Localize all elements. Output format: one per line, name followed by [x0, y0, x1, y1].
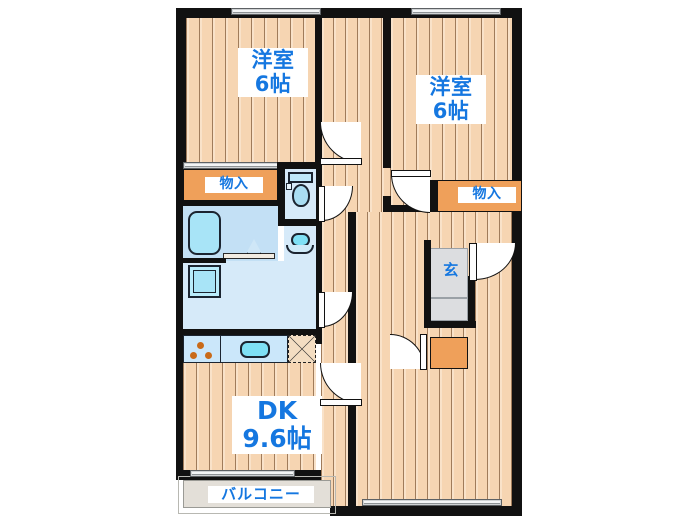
label-genkan: 玄	[434, 262, 468, 279]
bath-drain-marker	[247, 239, 261, 252]
exterior-wall-right	[512, 8, 522, 516]
exterior-wall-top	[176, 8, 522, 18]
closet-left-name: 物入	[219, 176, 249, 192]
wall-wet-zone-right	[315, 162, 322, 344]
wall-hallway-right-lower	[383, 196, 391, 212]
label-dk: DK 9.6帖	[232, 396, 322, 454]
kitchen-sink	[240, 341, 270, 358]
window-bedroom-left[interactable]	[231, 8, 321, 15]
toilet-lever	[286, 183, 292, 190]
door-dk[interactable]	[320, 363, 362, 406]
genkan-name: 玄	[443, 261, 459, 279]
exterior-wall-bottom-right	[330, 506, 522, 516]
label-balcony: バルコニー	[208, 486, 314, 503]
door-toilet[interactable]	[318, 186, 353, 222]
bath-door-threshold	[223, 253, 275, 259]
closet-right-name: 物入	[472, 186, 502, 202]
wall-toilet-left	[278, 162, 285, 221]
door-bedroom-left[interactable]	[320, 122, 362, 165]
shoe-box	[430, 337, 468, 369]
wall-right-closet-left	[430, 180, 437, 212]
wall-bath-top	[176, 200, 284, 206]
closet-left-sliding-door[interactable]	[183, 162, 279, 169]
room-bedroom-left	[186, 18, 321, 168]
window-right-room-bottom[interactable]	[362, 499, 502, 506]
bedroom-left-name: 洋室	[251, 48, 295, 72]
wall-toilet-bottom	[278, 219, 322, 226]
burner-top	[197, 342, 204, 349]
burner-right	[205, 352, 212, 359]
dk-balcony-sliding-door[interactable]	[190, 470, 295, 477]
genkan-lower	[430, 298, 468, 321]
wall-right-bedroom-bottom	[383, 205, 433, 212]
toilet-tank	[288, 172, 313, 183]
stove-area	[183, 335, 221, 363]
exterior-wall-left	[176, 8, 186, 480]
hallway-upper-right-strip	[321, 18, 331, 168]
washing-machine-inner	[193, 270, 216, 293]
bathtub	[188, 211, 221, 255]
wall-washroom-bottom	[176, 329, 322, 335]
bedroom-right-size: 6帖	[432, 98, 470, 123]
label-bedroom-right: 洋室 6帖	[416, 75, 486, 125]
door-entrance[interactable]	[469, 243, 516, 281]
balcony-name: バルコニー	[221, 485, 301, 503]
window-bedroom-right[interactable]	[411, 8, 501, 15]
bedroom-right-name: 洋室	[429, 75, 473, 99]
wall-genkan-bottom	[424, 321, 476, 328]
label-closet-left: 物入	[205, 176, 263, 193]
room-right-mid	[355, 212, 430, 362]
door-bedroom-right[interactable]	[391, 170, 431, 213]
burner-left	[190, 352, 197, 359]
door-genkan-to-room[interactable]	[390, 334, 427, 370]
wall-bedroom-left-right-side	[315, 18, 322, 168]
label-bedroom-left: 洋室 6帖	[238, 48, 308, 98]
wall-genkan-right	[468, 276, 475, 326]
wall-hallway-right-2	[348, 212, 356, 506]
toilet-bowl	[292, 184, 310, 207]
dk-name: DK	[256, 396, 298, 425]
dk-size: 9.6帖	[242, 424, 312, 453]
wall-hallway-right	[383, 18, 391, 168]
label-closet-right: 物入	[458, 186, 516, 203]
wall-bath-bottom	[176, 258, 226, 263]
bedroom-left-size: 6帖	[254, 71, 292, 96]
pantry-storage	[288, 335, 316, 363]
wall-genkan-left	[424, 240, 431, 328]
door-washroom[interactable]	[318, 292, 353, 328]
